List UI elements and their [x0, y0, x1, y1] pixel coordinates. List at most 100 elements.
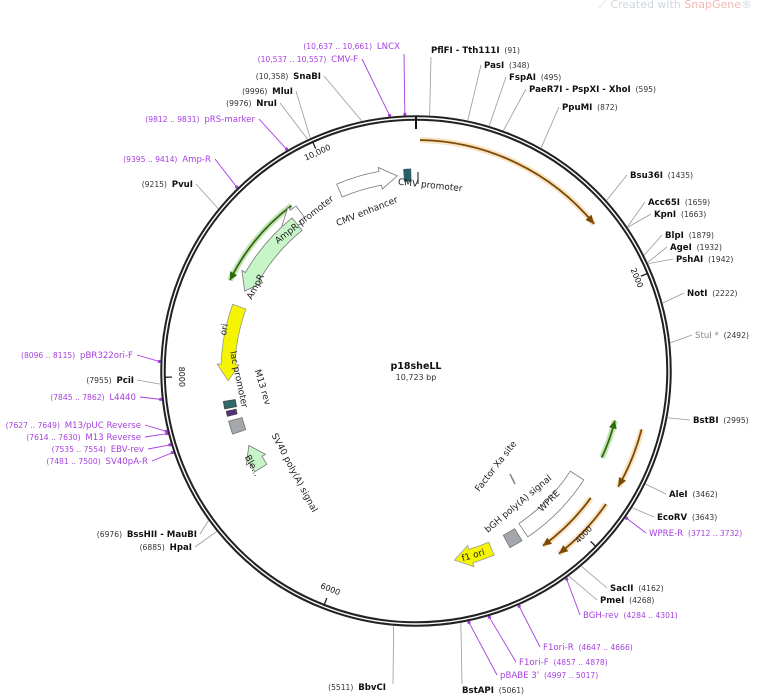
restriction-site-label[interactable]: (5511) BbvCI — [328, 683, 386, 693]
restriction-site-label[interactable]: SacII (4162) — [610, 584, 664, 594]
f1-ori-arrow[interactable] — [453, 541, 495, 568]
site-position: 6885 — [143, 543, 162, 552]
restriction-site-label[interactable]: (9996) MluI — [242, 87, 293, 97]
primer-label[interactable]: BGH-rev (4284 .. 4301) — [583, 611, 678, 621]
restriction-site-label[interactable]: PasI (348) — [484, 61, 529, 71]
primer-range: 7535 .. 7554 — [55, 445, 103, 454]
primer-line — [626, 517, 647, 534]
site-position: 1659 — [688, 198, 707, 207]
feature-label-cmv-enhancer[interactable]: CMV enhancer — [335, 195, 400, 229]
primer-name: M13 Reverse — [85, 433, 141, 443]
orf-top[interactable] — [420, 139, 595, 225]
orf-left-green[interactable] — [229, 204, 292, 281]
restriction-site-label[interactable]: (7955) PciI — [86, 376, 134, 386]
restriction-site-label[interactable]: (6976) BssHII - MauBI — [97, 530, 197, 540]
primer-label[interactable]: (8096 .. 8115) pBR322ori-F — [21, 351, 133, 361]
site-line — [645, 483, 667, 495]
primer-label[interactable]: (7627 .. 7649) M13/pUC Reverse — [6, 421, 141, 431]
restriction-site-label[interactable]: PflFI - Tth111I (91) — [431, 46, 520, 56]
restriction-site-label[interactable]: Bsu36I (1435) — [630, 171, 693, 181]
cmv-promoter-marker[interactable] — [403, 168, 412, 182]
tick-label: 2000 — [629, 267, 645, 289]
site-position: 3462 — [695, 490, 714, 499]
restriction-site-label[interactable]: EcoRV (3643) — [657, 513, 717, 523]
plasmid-name: p18sheLL — [391, 361, 442, 372]
restriction-site-label[interactable]: (6885) HpaI — [140, 543, 192, 553]
primer-label[interactable]: F1ori-F (4857 .. 4878) — [519, 658, 608, 668]
primer-name: EBV-rev — [111, 445, 144, 455]
restriction-site-label[interactable]: PmeI (4268) — [600, 596, 654, 606]
orf-right-arrow-icon — [618, 477, 627, 487]
feature-label-cmv-promoter[interactable]: CMV promoter — [397, 178, 463, 195]
site-position: 5061 — [502, 686, 521, 695]
lac-promoter-marker[interactable] — [222, 399, 237, 410]
restriction-site-label[interactable]: FspAI (495) — [509, 73, 561, 83]
restriction-site-label[interactable]: StuI * (2492) — [695, 331, 749, 341]
labels-layer: PflFI - Tth111I (91) PasI (348) FspAI (495… — [6, 42, 749, 696]
primer-label[interactable]: (9812 .. 9831) pRS-marker — [145, 115, 255, 125]
restriction-site-label[interactable]: PaeR7I - PspXI - XhoI (595) — [529, 85, 656, 95]
restriction-site-label[interactable]: BstBI (2995) — [693, 416, 749, 426]
primer-arrow-icon — [170, 451, 174, 455]
primer-label[interactable]: F1ori-R (4647 .. 4666) — [543, 643, 633, 653]
primer-label[interactable]: (9395 .. 9414) Amp-R — [123, 155, 211, 165]
primer-label[interactable]: pBABE 3' (4997 .. 5017) — [500, 671, 598, 681]
feature-label-m13-rev[interactable]: M13 rev — [252, 369, 272, 407]
feature-label-ori[interactable]: ori — [219, 323, 231, 336]
site-name: PaeR7I - PspXI - XhoI — [529, 85, 631, 95]
site-name: BlpI — [665, 231, 684, 241]
primer-label[interactable]: (7535 .. 7554) EBV-rev — [52, 445, 144, 455]
primer-label[interactable]: (7481 .. 7500) SV40pA-R — [46, 457, 148, 467]
restriction-site-label[interactable]: NotI (2222) — [687, 289, 738, 299]
features-layer — [216, 137, 645, 568]
ori-arrow[interactable] — [216, 303, 247, 382]
restriction-site-label[interactable]: Acc65I (1659) — [648, 198, 710, 208]
site-line — [568, 575, 598, 601]
feature-label-sv40-polya[interactable]: SV40 poly(A) signal — [269, 432, 319, 514]
primer-line — [151, 452, 173, 462]
feature-label-ampr-promoter[interactable]: AmpR promoter — [274, 194, 337, 246]
site-name: NruI — [256, 99, 277, 109]
site-position: 9996 — [245, 87, 264, 96]
restriction-site-label[interactable]: PpuMI (872) — [562, 103, 618, 113]
site-name: AgeI — [670, 243, 692, 253]
restriction-site-label[interactable]: AleI (3462) — [669, 490, 718, 500]
orf-top-arrow-icon — [585, 214, 595, 225]
primer-range: 9812 .. 9831 — [148, 115, 196, 124]
restriction-site-label[interactable]: KpnI (1663) — [654, 210, 706, 220]
restriction-site-label[interactable]: PshAI (1942) — [676, 255, 733, 265]
tick-label: 10,000 — [303, 143, 332, 163]
ble-arrow[interactable] — [245, 444, 268, 473]
site-position: 1942 — [711, 255, 730, 264]
ampr-arrow[interactable] — [241, 217, 303, 292]
primer-range: 7481 .. 7500 — [49, 457, 97, 466]
restriction-site-label[interactable]: AgeI (1932) — [670, 243, 722, 253]
primer-label[interactable]: (10,537 .. 10,557) CMV-F — [258, 55, 358, 65]
restriction-site-label[interactable]: BlpI (1879) — [665, 231, 714, 241]
restriction-site-label[interactable]: (10,358) SnaBI — [256, 72, 321, 82]
restriction-site-label[interactable]: (9976) NruI — [226, 99, 277, 109]
feature-label-factor-xa[interactable]: Factor Xa site — [474, 439, 520, 494]
primer-label[interactable]: (7845 .. 7862) L4440 — [50, 393, 136, 403]
site-line — [667, 417, 691, 421]
primer-label[interactable]: WPRE-R (3712 .. 3732) — [649, 529, 742, 539]
cmv-enhancer-promoter-arrow[interactable] — [336, 166, 398, 198]
site-position: 4268 — [632, 596, 651, 605]
restriction-site-label[interactable]: (9215) PvuI — [142, 180, 193, 190]
site-line — [643, 234, 663, 256]
sv40-polya-box[interactable] — [228, 417, 247, 435]
site-position: 9976 — [229, 99, 248, 108]
orf-lower-1-arrow-icon — [542, 537, 553, 546]
restriction-site-label[interactable]: BstAPI (5061) — [462, 686, 524, 696]
tick-mark — [640, 272, 648, 277]
site-position: 10,358 — [259, 72, 286, 81]
primer-line — [144, 433, 167, 438]
m13-rev-marker[interactable] — [225, 408, 238, 417]
bgh-polya-box[interactable] — [502, 528, 523, 549]
primer-label[interactable]: (7614 .. 7630) M13 Reverse — [26, 433, 141, 443]
site-name: AleI — [669, 490, 688, 500]
wpre-arrow[interactable] — [518, 470, 585, 538]
primer-label[interactable]: (10,637 .. 10,661) LNCX — [303, 42, 400, 52]
site-position: 91 — [507, 46, 517, 55]
site-position: 1879 — [692, 231, 711, 240]
